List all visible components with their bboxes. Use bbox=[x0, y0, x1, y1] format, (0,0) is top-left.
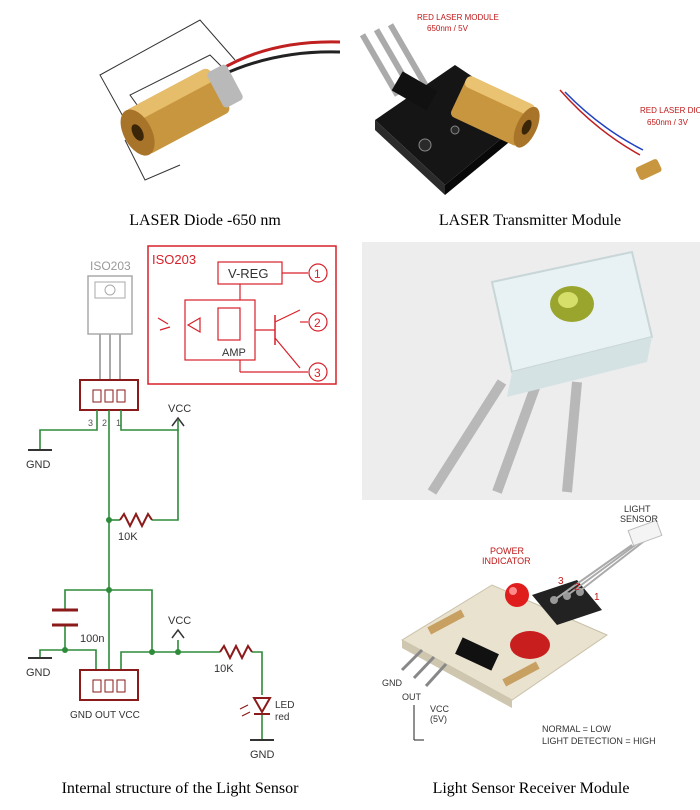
diode-label-1: RED LASER DIODE bbox=[640, 106, 700, 115]
pin-num-2: 2 bbox=[102, 418, 107, 428]
cap-label: 100n bbox=[80, 633, 104, 645]
pin2-label: 2 bbox=[314, 316, 321, 330]
rx-pin-1: 1 bbox=[594, 592, 600, 603]
power-label-1: POWER bbox=[490, 546, 525, 556]
diode-label-2: 650nm / 3V bbox=[647, 118, 689, 127]
vcc-top: VCC bbox=[168, 403, 191, 415]
light-sensor-label-2: SENSOR bbox=[620, 514, 659, 524]
vcc-bottom: VCC bbox=[168, 615, 191, 627]
light-sensor-label-1: LIGHT bbox=[624, 504, 651, 514]
vreg-label: V-REG bbox=[228, 266, 268, 281]
chip-name: ISO203 bbox=[90, 259, 131, 273]
pins-label: GND OUT VCC bbox=[70, 710, 140, 721]
light-sensor-photo bbox=[362, 242, 700, 500]
rx-vcc-1: VCC bbox=[430, 704, 450, 714]
power-label-2: INDICATOR bbox=[482, 556, 531, 566]
r2-label: 10K bbox=[214, 663, 234, 675]
rx-pin-2: 2 bbox=[574, 582, 580, 593]
gnd-left: GND bbox=[26, 667, 51, 679]
pin1-label: 1 bbox=[314, 267, 321, 281]
light-sensor-schematic: ISO203 ISO203 V-REG 1 AMP 2 3 bbox=[0, 240, 360, 770]
module-label-1: RED LASER MODULE bbox=[417, 13, 499, 22]
laser-diode-photo bbox=[70, 0, 340, 205]
pin3-label: 3 bbox=[314, 366, 321, 380]
caption-transmitter: LASER Transmitter Module bbox=[438, 212, 622, 229]
box-title: ISO203 bbox=[152, 252, 196, 267]
r1-label: 10K bbox=[118, 531, 138, 543]
caption-laser-diode: LASER Diode -650 nm bbox=[129, 212, 281, 229]
pin-num-3: 3 bbox=[88, 418, 93, 428]
rx-detect: LIGHT DETECTION = HIGH bbox=[542, 736, 656, 746]
receiver-module-photo: LIGHT SENSOR POWER INDICATOR 3 2 1 GND O… bbox=[362, 500, 700, 768]
caption-internal: Internal structure of the Light Sensor bbox=[61, 780, 299, 797]
gnd-bottom: GND bbox=[250, 749, 275, 761]
rx-pin-3: 3 bbox=[558, 576, 564, 587]
pin-num-1: 1 bbox=[116, 418, 121, 428]
led-label-1: LED bbox=[275, 700, 294, 711]
rx-gnd: GND bbox=[382, 678, 403, 688]
rx-out: OUT bbox=[402, 692, 422, 702]
led-label-2: red bbox=[275, 712, 289, 723]
amp-label: AMP bbox=[222, 347, 246, 359]
caption-receiver: Light Sensor Receiver Module bbox=[432, 780, 630, 797]
gnd-top: GND bbox=[26, 459, 51, 471]
rx-vcc-2: (5V) bbox=[430, 714, 447, 724]
module-label-2: 650nm / 5V bbox=[427, 24, 469, 33]
rx-normal: NORMAL = LOW bbox=[542, 724, 611, 734]
laser-transmitter-photo: RED LASER MODULE 650nm / 5V RED LASER DI… bbox=[355, 0, 700, 205]
